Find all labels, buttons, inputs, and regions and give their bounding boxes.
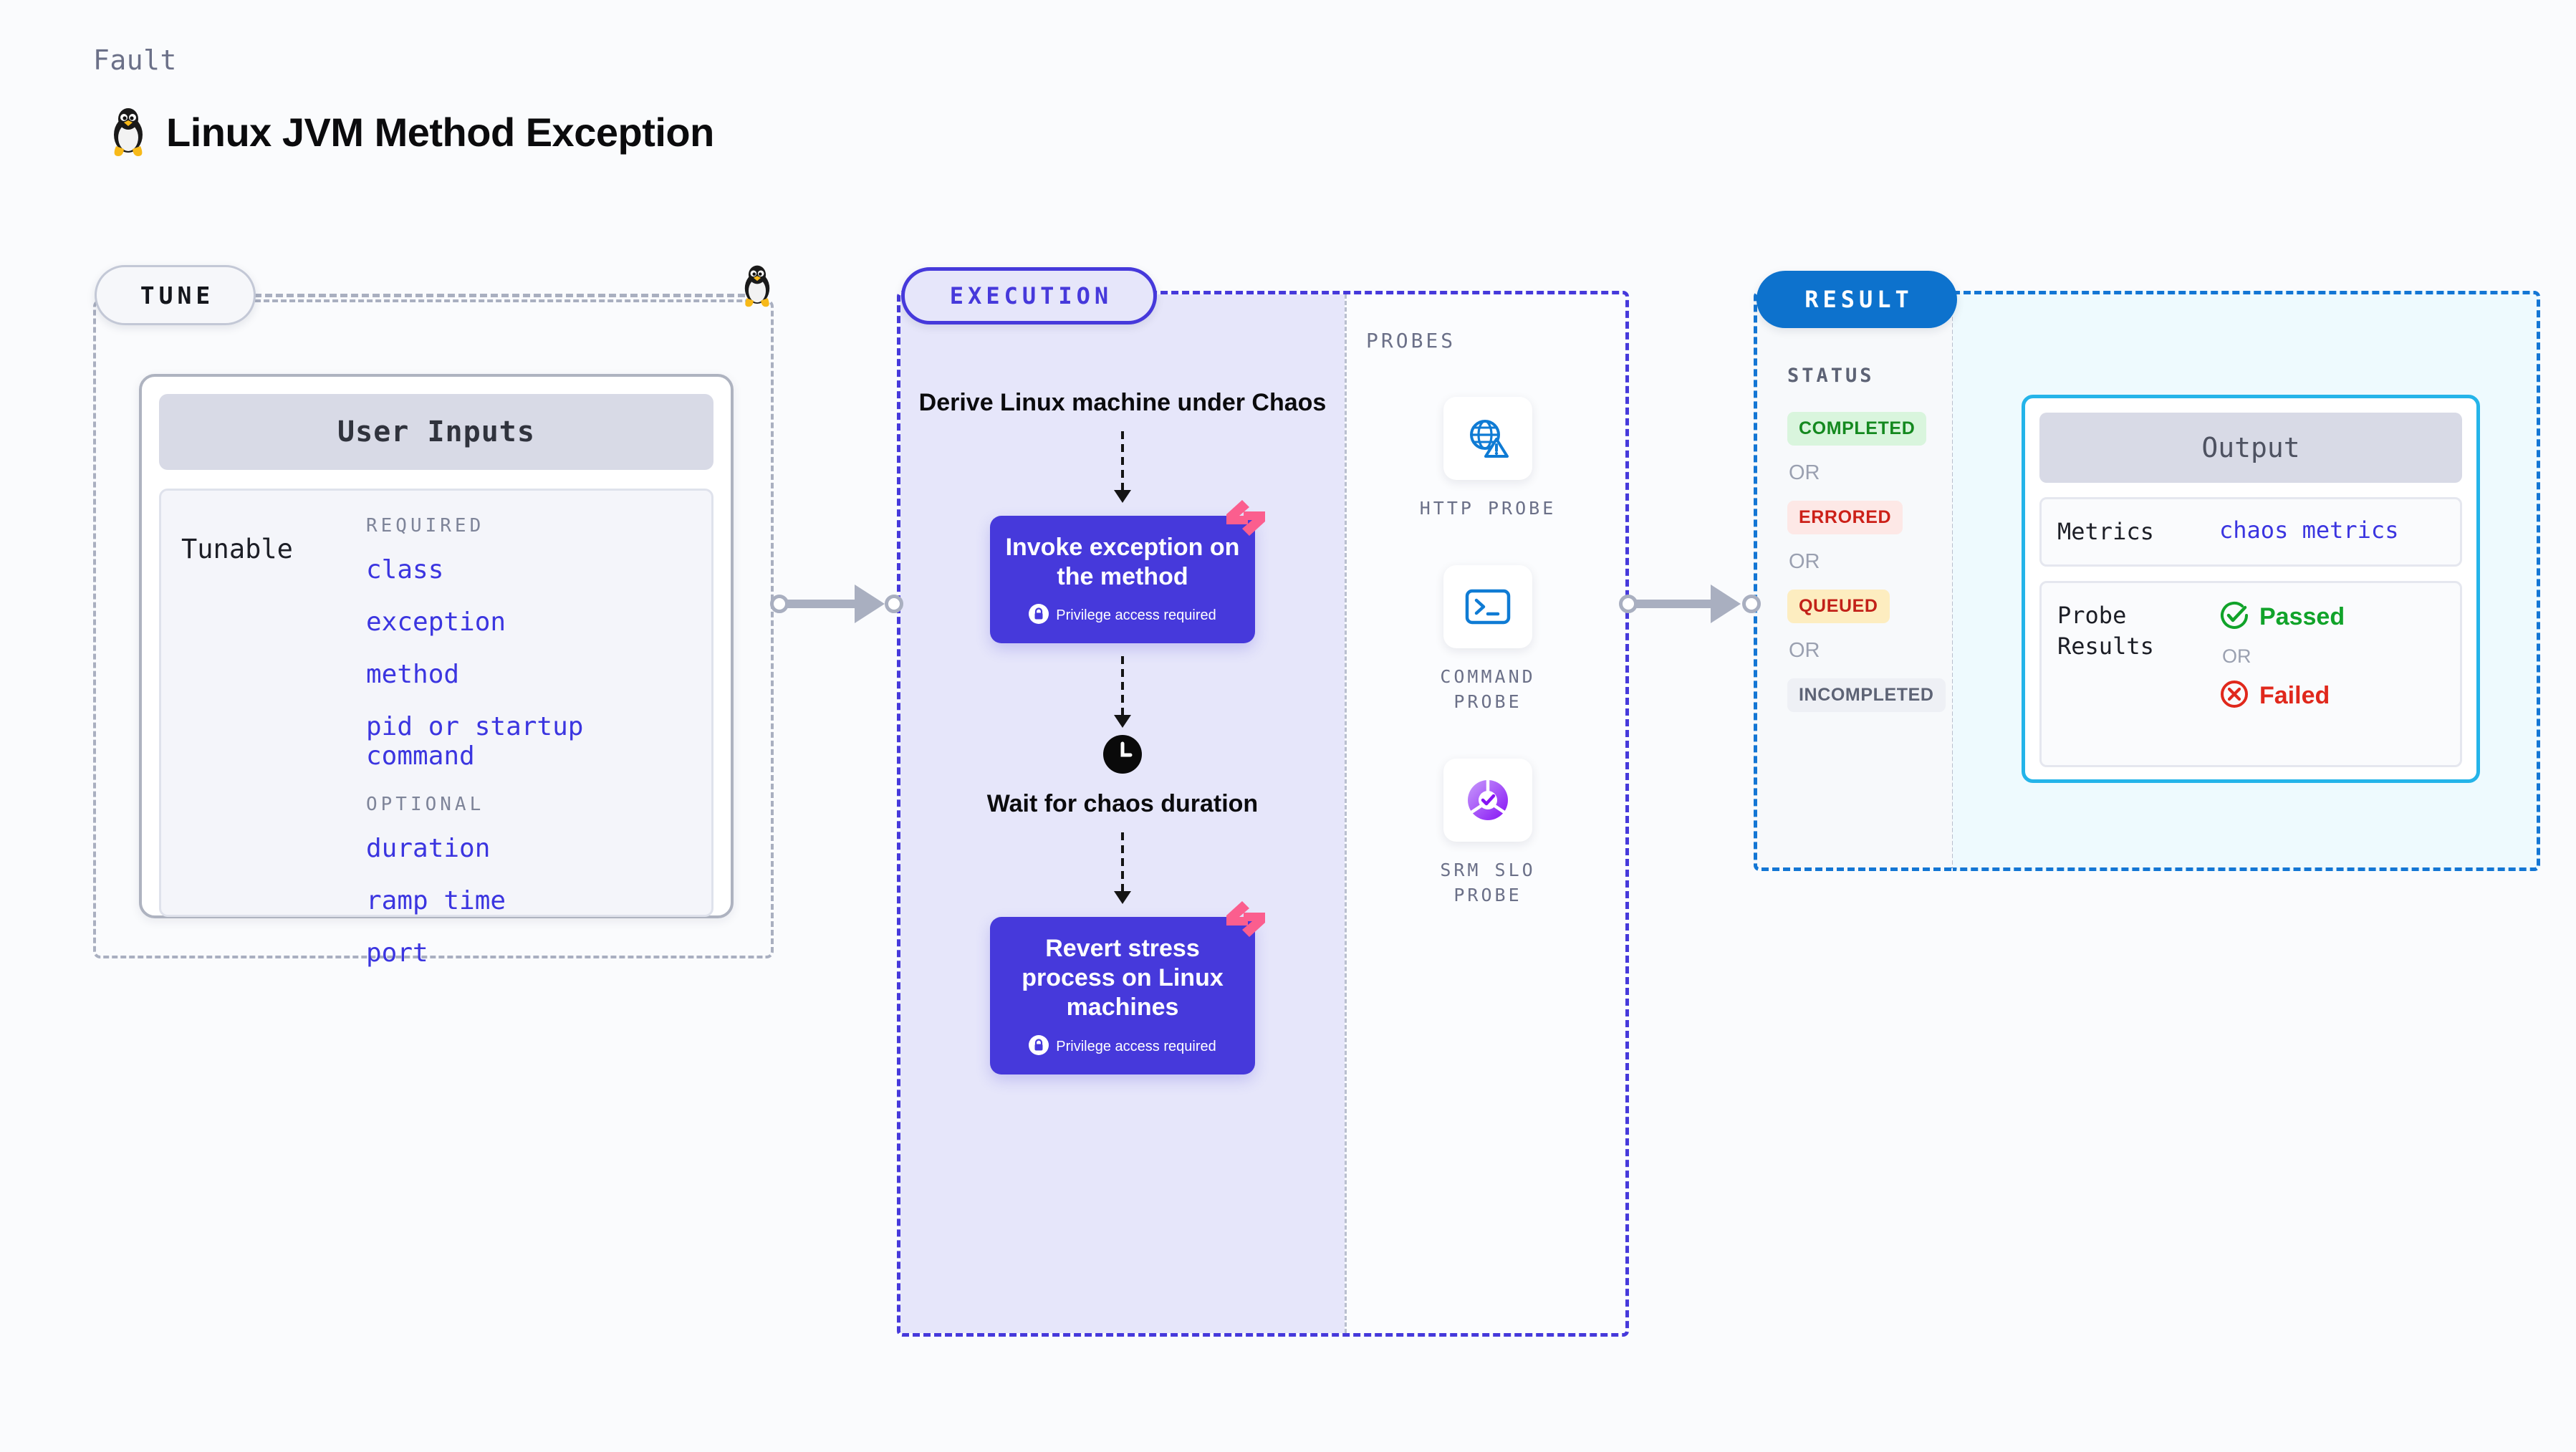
result-output-panel: Output Metrics chaos metrics Probe Resul… — [1953, 291, 2540, 871]
status-or-1: OR — [1789, 461, 1820, 484]
status-title: STATUS — [1787, 365, 1875, 387]
output-metrics-row: Metrics chaos metrics — [2039, 497, 2462, 567]
privilege-note: Privilege access required — [1003, 1034, 1242, 1059]
tunable-section: Tunable REQUIRED class exception method … — [159, 489, 713, 968]
field-class[interactable]: class — [366, 555, 444, 585]
field-duration[interactable]: duration — [366, 834, 491, 863]
status-or-2: OR — [1789, 550, 1820, 573]
field-pid-or-startup-command[interactable]: pid or startup command — [366, 712, 584, 771]
privilege-note: Privilege access required — [1003, 604, 1242, 628]
probe-results-key: Probe Results — [2057, 602, 2154, 660]
harness-logo-icon — [1224, 496, 1268, 540]
tunable-label: Tunable — [181, 534, 293, 564]
execution-step-invoke-exception[interactable]: Invoke exception on the method Privilege… — [990, 499, 1265, 644]
probe-results-values: Passed OR Failed — [2201, 600, 2345, 713]
execution-probes-divider — [1345, 294, 1347, 1333]
flow-connector — [1121, 431, 1124, 500]
execution-badge[interactable]: EXECUTION — [901, 267, 1157, 324]
fault-eyebrow: Fault — [93, 44, 177, 76]
privilege-note-text: Privilege access required — [1056, 607, 1216, 624]
status-list: COMPLETED OR ERRORED OR QUEUED OR INCOMP… — [1787, 412, 1946, 712]
lock-icon — [1029, 604, 1049, 628]
status-badge-completed: COMPLETED — [1787, 412, 1927, 446]
probes-title: PROBES — [1366, 329, 1456, 352]
harness-logo-icon — [1224, 897, 1268, 941]
execution-step-derive-machine: Derive Linux machine under Chaos — [918, 389, 1327, 416]
tune-dashed-connector — [254, 294, 756, 297]
execution-probes-panel: Derive Linux machine under Chaos Invoke … — [897, 291, 1629, 1337]
probe-http[interactable]: HTTP PROBE — [1345, 397, 1625, 521]
tunable-field-list: REQUIRED class exception method pid or s… — [360, 515, 690, 968]
probe-label: SRM SLO PROBE — [1440, 860, 1536, 905]
x-circle-icon — [2219, 679, 2249, 713]
action-title: Revert stress process on Linux machines — [1022, 935, 1224, 1021]
privilege-note-text: Privilege access required — [1056, 1038, 1216, 1054]
required-group-title: REQUIRED — [366, 515, 485, 537]
page-header: Fault Linux JVM Method Exception — [93, 44, 714, 158]
probe-result-passed: Passed — [2219, 600, 2345, 634]
output-title: Output — [2039, 413, 2462, 483]
field-exception[interactable]: exception — [366, 607, 506, 637]
probe-result-failed: Failed — [2219, 679, 2345, 713]
probe-label: COMMAND PROBE — [1440, 666, 1536, 712]
result-status-panel: STATUS COMPLETED OR ERRORED OR QUEUED OR… — [1754, 291, 1954, 871]
execution-step-revert-stress[interactable]: Revert stress process on Linux machines … — [990, 901, 1265, 1074]
flow-connector — [1121, 832, 1124, 902]
status-badge-queued: QUEUED — [1787, 590, 1890, 623]
field-method[interactable]: method — [366, 660, 460, 689]
field-port[interactable]: port — [366, 938, 428, 968]
execution-step-wait-duration: Wait for chaos duration — [986, 790, 1259, 818]
probe-srm-slo[interactable]: SRM SLO PROBE — [1345, 759, 1625, 908]
status-badge-incompleted: INCOMPLETED — [1787, 678, 1946, 712]
page-title: Linux JVM Method Exception — [166, 109, 714, 155]
tune-panel: User Inputs Tunable REQUIRED class excep… — [93, 299, 774, 968]
probes-column: PROBES HTTP PROBE — [1345, 294, 1625, 1333]
metrics-key: Metrics — [2057, 518, 2154, 545]
field-ramp-time[interactable]: ramp time — [366, 886, 506, 915]
tune-badge[interactable]: TUNE — [95, 265, 256, 325]
user-inputs-title: User Inputs — [159, 394, 713, 470]
status-or-3: OR — [1789, 639, 1820, 662]
execution-flow: Derive Linux machine under Chaos Invoke … — [900, 294, 1345, 1074]
slo-check-icon — [1443, 759, 1532, 842]
optional-group-title: OPTIONAL — [366, 794, 485, 815]
passed-label: Passed — [2259, 603, 2345, 631]
probe-label: HTTP PROBE — [1419, 498, 1557, 519]
failed-label: Failed — [2259, 682, 2330, 710]
flow-connector — [1121, 656, 1124, 726]
globe-warning-icon — [1443, 397, 1532, 480]
terminal-icon — [1443, 565, 1532, 648]
check-circle-icon — [2219, 600, 2249, 634]
linux-penguin-icon — [106, 106, 150, 158]
user-inputs-card: User Inputs Tunable REQUIRED class excep… — [139, 374, 734, 968]
clock-icon — [1103, 735, 1142, 777]
probe-result-or: OR — [2222, 645, 2251, 668]
result-badge[interactable]: RESULT — [1756, 271, 1957, 328]
probe-command[interactable]: COMMAND PROBE — [1345, 565, 1625, 714]
metrics-value[interactable]: chaos metrics — [2219, 516, 2399, 544]
action-title: Invoke exception on the method — [1005, 533, 1240, 590]
status-badge-errored: ERRORED — [1787, 501, 1903, 534]
output-card: Output Metrics chaos metrics Probe Resul… — [2022, 395, 2480, 783]
fault-title-row: Linux JVM Method Exception — [106, 106, 714, 158]
lock-icon — [1029, 1034, 1049, 1059]
output-probe-results-row: Probe Results Passed OR — [2039, 581, 2462, 768]
tune-linux-target-icon — [738, 264, 777, 312]
